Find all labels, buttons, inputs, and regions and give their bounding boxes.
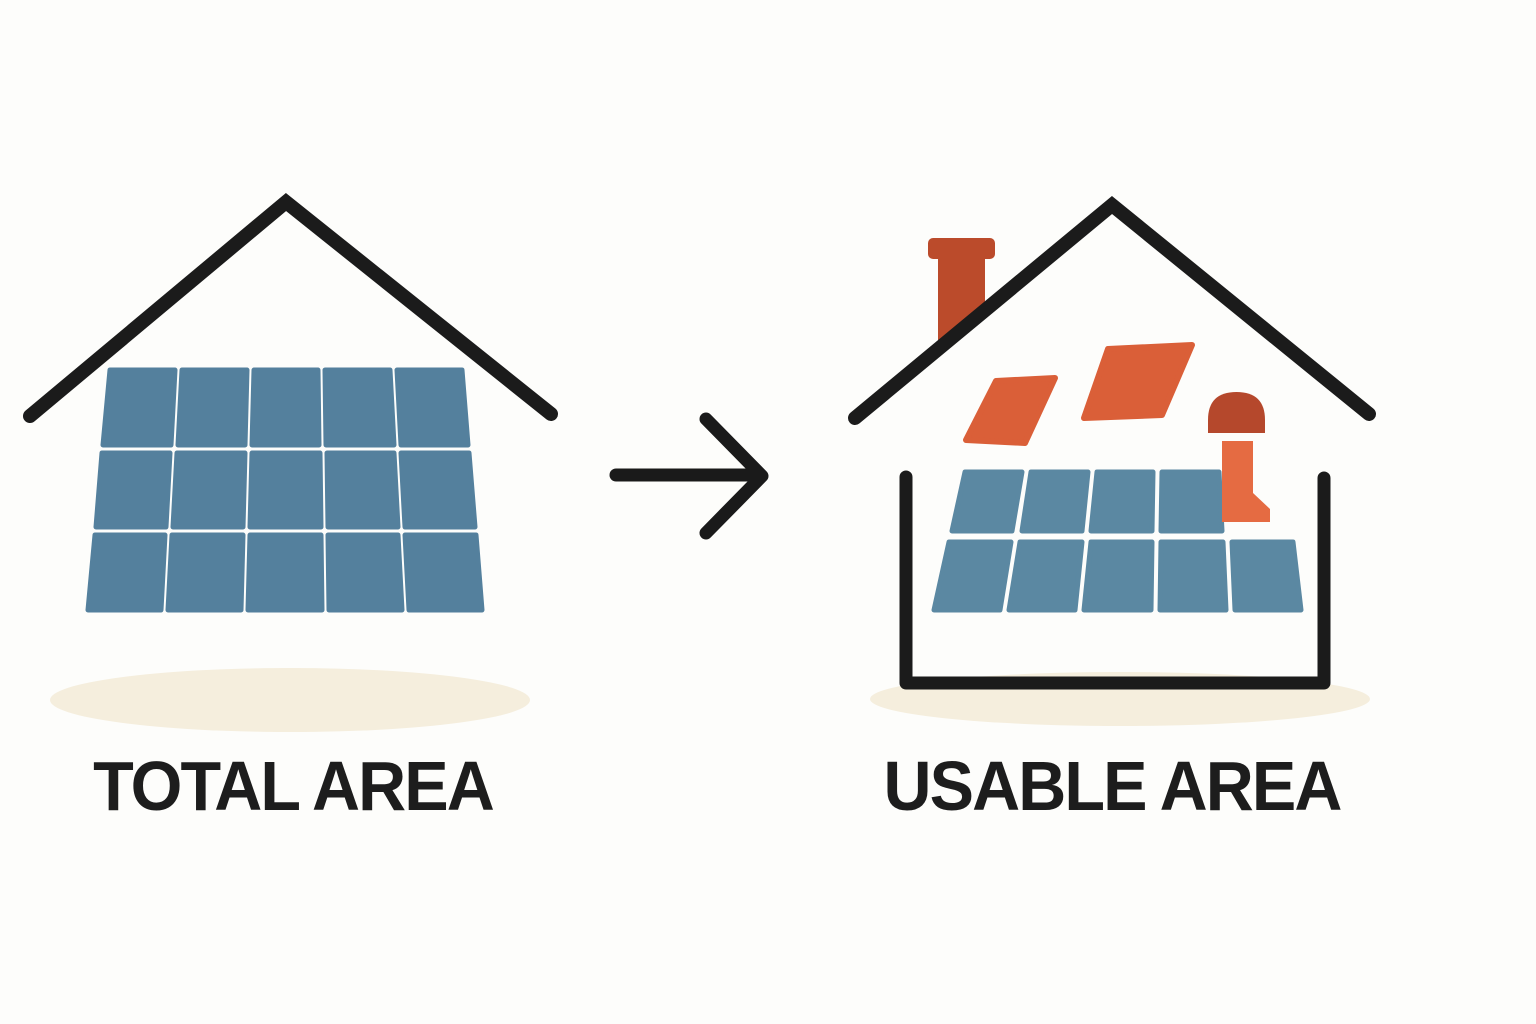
arrow-head	[699, 412, 769, 540]
solar-panel	[100, 367, 178, 448]
total-area-house	[23, 192, 558, 732]
solar-panel	[85, 532, 168, 613]
right-arrow-icon	[609, 412, 769, 540]
solar-panel	[249, 367, 322, 448]
solar-panel	[247, 450, 324, 530]
roof-outline	[23, 192, 558, 423]
solar-panel	[1081, 539, 1155, 613]
house-walls-outline	[899, 470, 1331, 690]
solar-panel	[1006, 539, 1085, 613]
vent-dome	[1208, 392, 1265, 433]
solar-panel	[93, 450, 173, 530]
solar-panel	[165, 532, 246, 613]
solar-panel	[1019, 469, 1091, 534]
total-area-label: TOTAL AREA	[93, 747, 495, 825]
roof-obstructions	[963, 342, 1195, 446]
solar-panel	[175, 367, 250, 448]
chimney-stem	[938, 256, 985, 351]
usable-area-house	[848, 195, 1376, 726]
solar-panel	[398, 450, 478, 530]
solar-panel	[1088, 469, 1156, 534]
solar-panel-grid-full	[85, 367, 485, 613]
usable-area-label: USABLE AREA	[883, 747, 1343, 825]
roof-window-large	[1081, 342, 1195, 421]
solar-panel	[949, 469, 1025, 534]
roof-vent	[1208, 392, 1270, 522]
solar-panel	[324, 450, 401, 530]
chimney-cap	[928, 238, 995, 259]
solar-panel	[170, 450, 248, 530]
solar-panel	[322, 367, 397, 448]
roof-window-small	[963, 375, 1058, 446]
solar-panel	[931, 539, 1014, 613]
solar-panel	[402, 532, 485, 613]
solar-panel	[394, 367, 471, 448]
solar-panel	[1157, 539, 1229, 613]
vent-body	[1222, 441, 1270, 522]
solar-panel-grid-reduced	[931, 469, 1304, 613]
solar-panel	[325, 532, 405, 613]
chimney	[928, 238, 995, 351]
solar-panel	[245, 532, 325, 613]
roof-outline	[848, 195, 1376, 425]
solar-panel	[1229, 539, 1304, 613]
solar-panel	[1158, 469, 1225, 534]
ground-shadow	[50, 668, 530, 732]
